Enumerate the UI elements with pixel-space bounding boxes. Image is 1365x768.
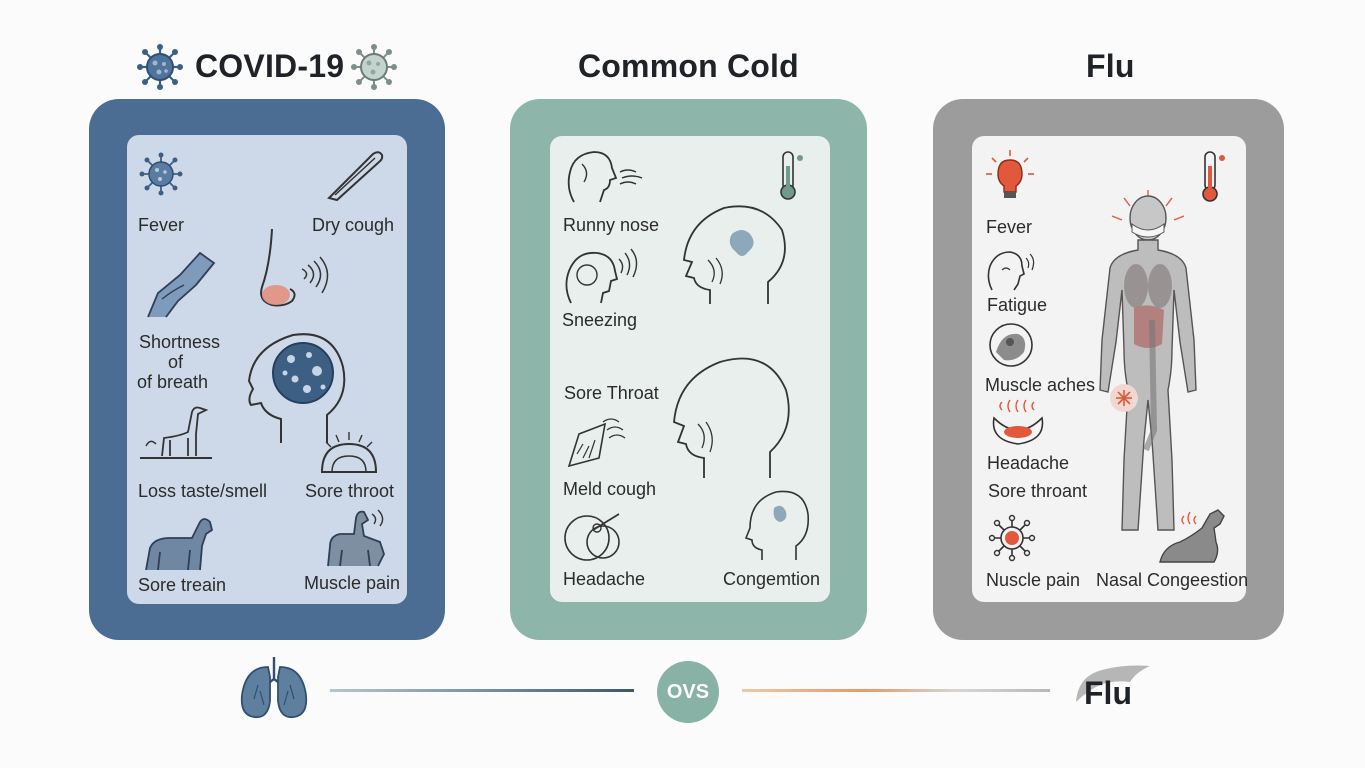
loss-taste-label: Loss taste/smell bbox=[138, 481, 268, 501]
giraffe-icon bbox=[140, 402, 212, 462]
congestion-label: Congemtion bbox=[723, 569, 821, 589]
lungs-icon bbox=[238, 655, 310, 721]
congestion-icon bbox=[744, 488, 810, 562]
meld-cough-label: Meld cough bbox=[563, 479, 657, 499]
flu-headache-label: Headache bbox=[987, 453, 1070, 473]
runny-nose-label: Runny nose bbox=[563, 215, 660, 235]
thermometer-icon bbox=[1201, 150, 1227, 204]
sore-train-label: Sore treain bbox=[138, 575, 227, 595]
flu-footer-label: Flu bbox=[1084, 675, 1132, 711]
sore-throat-icon bbox=[565, 414, 627, 470]
cold-sore-throat-label: Sore Throat bbox=[564, 383, 659, 403]
sneezing-icon bbox=[563, 245, 643, 305]
fatigue-icon bbox=[986, 248, 1040, 292]
lightbulb-icon bbox=[986, 150, 1034, 200]
nose-icon bbox=[258, 225, 338, 311]
fatigue-label: Fatigue bbox=[987, 295, 1048, 315]
headache-icon bbox=[990, 399, 1046, 446]
virus-icon bbox=[137, 44, 183, 90]
cold-headache-label: Headache bbox=[563, 569, 646, 589]
sore-throat-label: Sore throot bbox=[305, 481, 395, 501]
headache-icon bbox=[563, 508, 633, 564]
sneezing-label: Sneezing bbox=[562, 310, 638, 330]
dry-cough-label: Dry cough bbox=[312, 215, 395, 235]
muscle-aches-label: Muscle aches bbox=[985, 375, 1096, 395]
runny-nose-icon bbox=[564, 148, 644, 206]
horse-icon bbox=[140, 512, 216, 572]
throat-icon bbox=[318, 432, 380, 476]
connector-line-right bbox=[742, 689, 1050, 692]
arm-icon bbox=[140, 245, 218, 323]
flu-sore-throat-label: Sore throant bbox=[988, 481, 1088, 501]
virus-icon bbox=[351, 44, 397, 90]
virus-icon bbox=[139, 152, 183, 196]
shortness-label-2: of bbox=[168, 352, 184, 372]
shortness-label-1: Shortness bbox=[139, 332, 221, 352]
covid-fever-label: Fever bbox=[138, 215, 185, 235]
muscle-icon bbox=[986, 322, 1036, 368]
virus-icon bbox=[988, 514, 1036, 562]
head-icon bbox=[243, 327, 353, 445]
body-icon bbox=[1094, 190, 1202, 540]
head-icon bbox=[682, 200, 792, 306]
flu-bird-icon bbox=[1072, 660, 1152, 710]
thermometer-icon bbox=[779, 150, 805, 202]
head-outline-icon bbox=[673, 354, 794, 480]
shortness-label-3: of breath bbox=[137, 372, 209, 392]
flu-title: Flu bbox=[1086, 48, 1135, 84]
nuscle-pain-label: Nuscle pain bbox=[986, 570, 1081, 590]
vs-badge: OVS bbox=[657, 661, 719, 723]
cold-title: Common Cold bbox=[578, 48, 799, 84]
animal-icon bbox=[1158, 506, 1230, 564]
nasal-congestion-label: Nasal Congeestion bbox=[1096, 570, 1249, 590]
connector-line-left bbox=[330, 689, 634, 692]
tweezers-icon bbox=[325, 148, 385, 204]
flu-fever-label: Fever bbox=[986, 217, 1033, 237]
dog-icon bbox=[320, 506, 390, 570]
covid-title: COVID-19 bbox=[195, 48, 345, 84]
muscle-pain-label: Muscle pain bbox=[304, 573, 401, 593]
